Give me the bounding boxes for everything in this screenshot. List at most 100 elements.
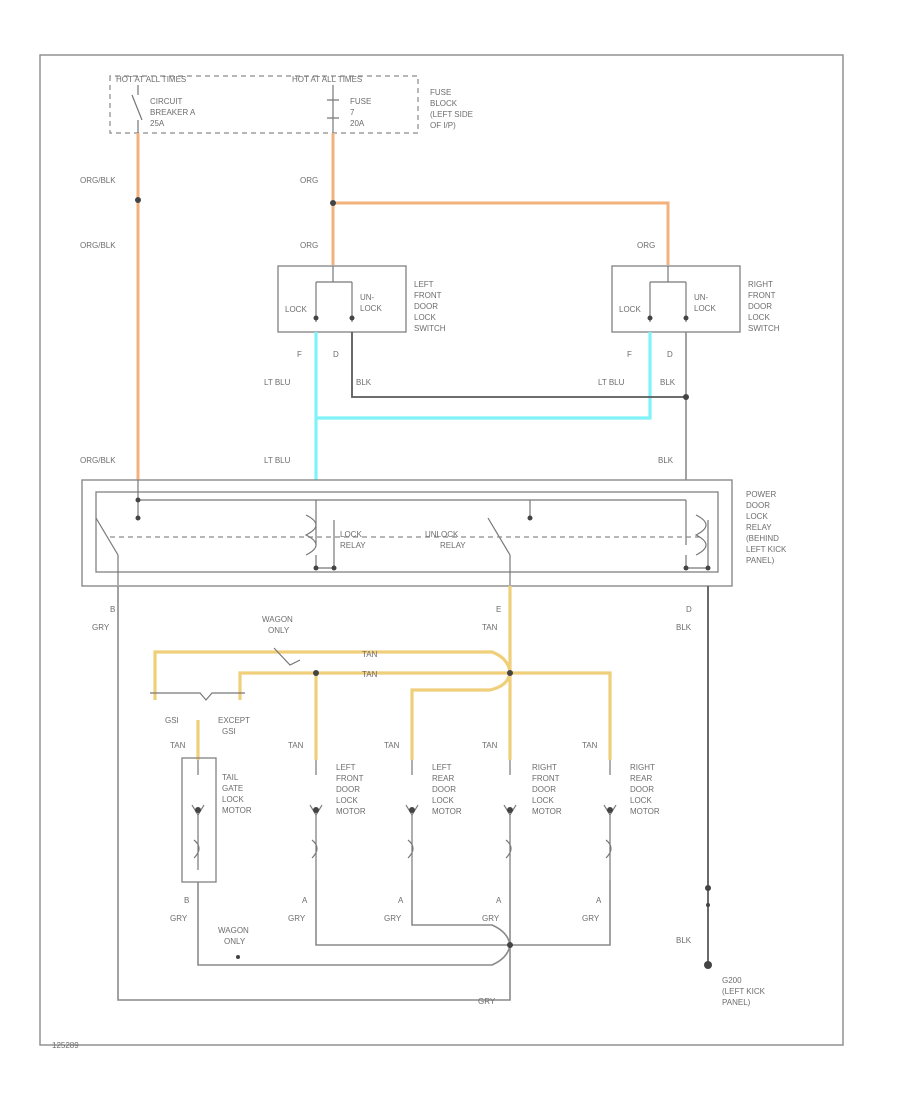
motor-gry-label-3: GRY	[384, 914, 402, 923]
left-switch-contact-unlock	[349, 315, 355, 321]
wagon-only-top-2: ONLY	[268, 626, 290, 635]
motor-5-pin: A	[596, 896, 602, 905]
right-switch-contact-unlock	[683, 315, 689, 321]
right-front-door-lock-switch-box	[611, 265, 741, 333]
wagon-only-connector	[273, 647, 301, 666]
relay-bus	[137, 480, 687, 545]
fuse-block-label-1: FUSE	[430, 88, 451, 97]
tail-gate-lock-motor-box	[181, 757, 217, 883]
right-switch-title-2: FRONT	[748, 291, 776, 300]
unlock-relay-label-2: RELAY	[440, 541, 466, 550]
ground-connector-1	[705, 885, 711, 891]
left-switch-lock-label: LOCK	[285, 305, 307, 314]
fuse-block-label-2: BLOCK	[430, 99, 458, 108]
ground-location-2: PANEL)	[722, 998, 751, 1007]
wagon-only-bottom-1: WAGON	[218, 926, 249, 935]
wagon-only-top-1: WAGON	[262, 615, 293, 624]
left-switch-lock2-label: LOCK	[360, 304, 382, 313]
wire-label-blk-relay: BLK	[676, 623, 692, 632]
motor-4-name-4: LOCK	[532, 796, 554, 805]
left-switch-title-5: SWITCH	[414, 324, 446, 333]
left-switch-symbol	[315, 266, 353, 322]
motor-gry-label-5: GRY	[582, 914, 600, 923]
wire-label-lt-blu-3: LT BLU	[264, 456, 291, 465]
motor-5-name-1: RIGHT	[630, 763, 655, 772]
motor-connectors	[195, 807, 613, 813]
wire-label-org-3: ORG	[637, 241, 655, 250]
motor-3-name-2: REAR	[432, 774, 454, 783]
circuit-breaker-label-3: 25A	[150, 119, 165, 128]
right-switch-title-1: RIGHT	[748, 280, 773, 289]
left-switch-title-2: FRONT	[414, 291, 442, 300]
wire-lt-blu-cross	[316, 332, 652, 420]
left-switch-title-4: LOCK	[414, 313, 436, 322]
motor-symbols	[191, 760, 617, 880]
motor-1-name-4: MOTOR	[222, 806, 252, 815]
motor-1-name-3: LOCK	[222, 795, 244, 804]
motor-gry-label-1: GRY	[170, 914, 188, 923]
relay-node-4	[313, 565, 319, 571]
option-except-gsi-2: GSI	[222, 727, 236, 736]
relay-node-2	[135, 515, 141, 521]
ground-connector-2	[706, 903, 710, 907]
left-switch-un-label: UN-	[360, 293, 375, 302]
relay-pin-b: B	[110, 605, 115, 614]
motor-1-pin: B	[184, 896, 189, 905]
relay-node-6	[683, 565, 689, 571]
motor-3-name-3: DOOR	[432, 785, 456, 794]
relay-title-7: PANEL)	[746, 556, 775, 565]
relay-pin-e: E	[496, 605, 501, 614]
wire-tan-wagon-top	[153, 650, 512, 700]
option-gsi: GSI	[165, 716, 179, 725]
right-switch-lock2-label: LOCK	[694, 304, 716, 313]
wire-label-blk-1: BLK	[356, 378, 372, 387]
relay-pin-d: D	[686, 605, 692, 614]
diagram-code: 125289	[52, 1041, 79, 1050]
relay-title-2: DOOR	[746, 501, 770, 510]
wire-label-tan-relay: TAN	[482, 623, 498, 632]
relay-title-3: LOCK	[746, 512, 768, 521]
wire-gry-relay-return	[117, 586, 511, 1001]
circuit-breaker-label-2: BREAKER A	[150, 108, 196, 117]
motor-5-name-2: REAR	[630, 774, 652, 783]
left-switch-pin-d: D	[333, 350, 339, 359]
hot-all-times-label: HOT AT ALL TIMES	[116, 75, 186, 84]
ground-id: G200	[722, 976, 742, 985]
motor-gry-label-2: GRY	[288, 914, 306, 923]
lock-relay-label-2: RELAY	[340, 541, 366, 550]
ground-location-1: (LEFT KICK	[722, 987, 766, 996]
motor-3-name-5: MOTOR	[432, 807, 462, 816]
wire-blk-left-switch	[351, 332, 686, 398]
motor-4-name-2: FRONT	[532, 774, 560, 783]
fuse-label-2: 7	[350, 108, 355, 117]
left-switch-pin-f: F	[297, 350, 302, 359]
relay-title-4: RELAY	[746, 523, 772, 532]
wire-label-lt-blu-2: LT BLU	[598, 378, 625, 387]
ground-point	[704, 961, 712, 969]
wire-label-gry-relay: GRY	[92, 623, 110, 632]
splice-blk	[683, 394, 689, 400]
motor-2-name-2: FRONT	[336, 774, 364, 783]
wire-gry-left-rear	[411, 880, 511, 946]
diagram-frame	[39, 54, 844, 1046]
hot-run-label: HOT AT ALL TIMES	[292, 75, 362, 84]
relay-coils	[304, 514, 707, 556]
left-switch-title-3: DOOR	[414, 302, 438, 311]
right-switch-title-4: LOCK	[748, 313, 770, 322]
right-switch-title-5: SWITCH	[748, 324, 780, 333]
splice-tan-2	[507, 670, 513, 676]
right-switch-pin-f: F	[627, 350, 632, 359]
relay-contact-lock	[95, 517, 119, 585]
motor-5-name-5: MOTOR	[630, 807, 660, 816]
wire-label-org-2: ORG	[300, 241, 318, 250]
relay-coil-leads	[315, 520, 709, 569]
splice-tan-1	[313, 670, 319, 676]
motor-tan-label-5: TAN	[582, 741, 598, 750]
wire-label-org-1: ORG	[300, 176, 318, 185]
motor-4-pin: A	[496, 896, 502, 905]
lock-relay-label-1: LOCK	[340, 530, 362, 539]
wagon-only-bottom-2: ONLY	[224, 937, 246, 946]
relay-title-6: LEFT KICK	[746, 545, 787, 554]
relay-node-7	[705, 565, 711, 571]
splice-org-blk	[135, 197, 141, 203]
